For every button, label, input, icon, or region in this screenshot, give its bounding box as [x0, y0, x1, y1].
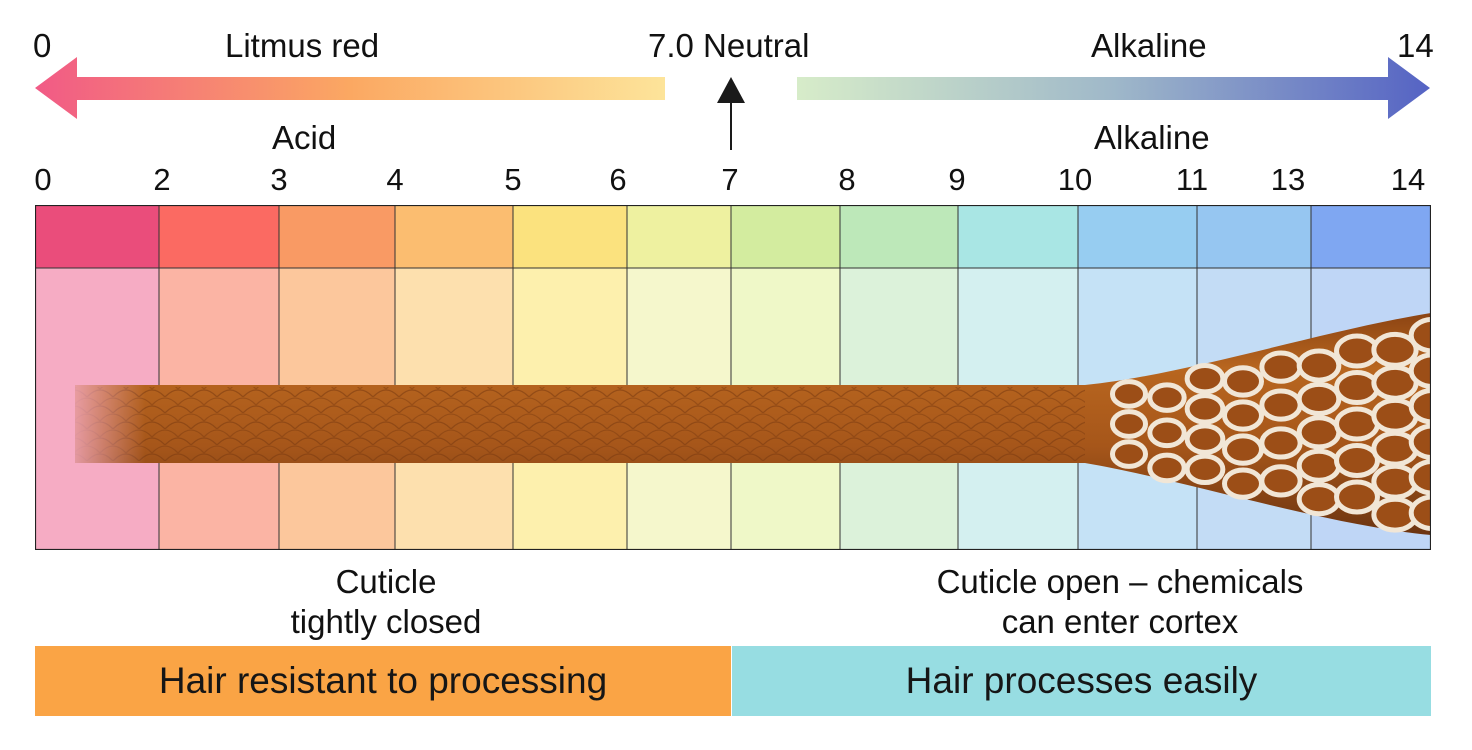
top-arrows [0, 0, 1472, 160]
ph-tick-5: 5 [504, 164, 521, 195]
open-scale [1411, 390, 1431, 422]
open-scale [1112, 412, 1145, 437]
open-scale [1411, 355, 1431, 387]
open-scale [1150, 385, 1184, 411]
closed-caption-line2: tightly closed [236, 602, 536, 642]
ph-tick-2: 2 [153, 164, 170, 195]
open-scale [1411, 319, 1431, 351]
scale-max-value: 14 [1397, 29, 1434, 62]
acid-label: Acid [272, 121, 336, 154]
open-scale [1112, 382, 1145, 407]
open-scale [1187, 456, 1223, 482]
open-caption-line2: can enter cortex [880, 602, 1360, 642]
ph-cell-top-7 [840, 205, 958, 268]
hair-cuticle-scales [75, 387, 1085, 461]
open-scale [1225, 436, 1262, 463]
open-scale [1262, 391, 1300, 419]
ph-cell-top-11 [1311, 205, 1431, 268]
open-scale [1337, 482, 1378, 512]
open-scale [1187, 365, 1223, 391]
open-scale [1411, 426, 1431, 458]
alkaline-arrow [797, 57, 1430, 119]
ph-cell-top-10 [1197, 205, 1311, 268]
alkaline-section-label: Alkaline [1094, 121, 1210, 154]
neutral-label: 7.0 Neutral [648, 29, 809, 62]
ph-tick-0: 0 [34, 164, 51, 195]
ph-cell-top-0 [35, 205, 159, 268]
open-scale [1262, 429, 1300, 457]
closed-cuticle-caption: Cuticle tightly closed [236, 562, 536, 642]
ph-tick-6: 6 [609, 164, 626, 195]
ph-tick-10: 10 [1058, 164, 1092, 195]
open-scale [1262, 467, 1300, 495]
ph-cell-top-9 [1078, 205, 1197, 268]
alkaline-top-label: Alkaline [1091, 29, 1207, 62]
open-scale [1337, 409, 1378, 439]
processes-easily-bar: Hair processes easily [732, 646, 1431, 716]
ph-cell-top-2 [279, 205, 395, 268]
ph-cell-top-8 [958, 205, 1078, 268]
ph-color-grid [35, 205, 1431, 550]
open-scale [1150, 420, 1184, 446]
open-scale [1262, 353, 1300, 381]
open-scale [1225, 402, 1262, 429]
ph-cell-top-1 [159, 205, 279, 268]
open-scale [1299, 451, 1339, 480]
ph-tick-4: 4 [386, 164, 403, 195]
ph-tick-14: 14 [1391, 164, 1425, 195]
neutral-arrow-head [717, 77, 745, 103]
ph-tick-13: 13 [1271, 164, 1305, 195]
ph-cell-top-3 [395, 205, 513, 268]
open-caption-line1: Cuticle open – chemicals [880, 562, 1360, 602]
processes-easily-label: Hair processes easily [906, 660, 1258, 702]
ph-tick-11: 11 [1176, 164, 1208, 195]
open-scale [1299, 351, 1339, 380]
open-scale [1187, 426, 1223, 452]
ph-tick-7: 7 [721, 164, 738, 195]
open-cuticle-caption: Cuticle open – chemicals can enter corte… [880, 562, 1360, 642]
open-scale [1337, 445, 1378, 475]
open-scale [1112, 442, 1145, 467]
open-scale [1187, 396, 1223, 422]
open-scale [1299, 418, 1339, 447]
closed-caption-line1: Cuticle [236, 562, 536, 602]
open-scale [1225, 470, 1262, 497]
ph-tick-9: 9 [948, 164, 965, 195]
open-scale [1337, 373, 1378, 403]
open-scale [1411, 461, 1431, 493]
resistant-processing-label: Hair resistant to processing [159, 660, 607, 702]
ph-cell-top-4 [513, 205, 627, 268]
open-scale [1150, 455, 1184, 481]
open-scale [1299, 485, 1339, 514]
resistant-processing-bar: Hair resistant to processing [35, 646, 731, 716]
open-scale [1299, 384, 1339, 413]
ph-tick-8: 8 [838, 164, 855, 195]
ph-cell-top-5 [627, 205, 731, 268]
open-scale [1337, 336, 1378, 366]
scale-min-value: 0 [33, 29, 51, 62]
ph-tick-3: 3 [270, 164, 287, 195]
ph-cell-top-6 [731, 205, 840, 268]
acid-arrow [35, 57, 665, 119]
open-scale [1225, 368, 1262, 395]
open-scale [1411, 497, 1431, 529]
litmus-red-label: Litmus red [225, 29, 379, 62]
